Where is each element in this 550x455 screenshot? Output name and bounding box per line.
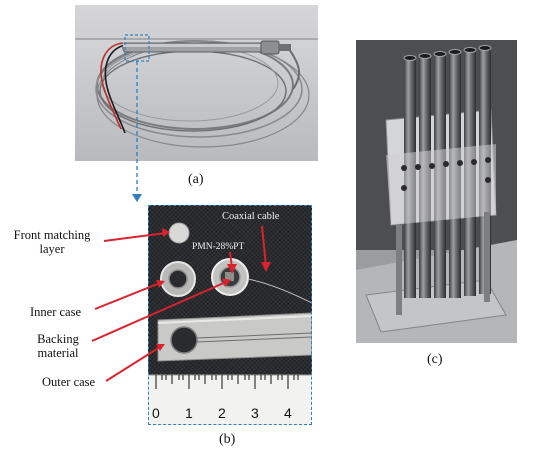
arrowhead-coaxial-cable (261, 262, 271, 272)
pmn-pt-label: PMN-28%PT (192, 242, 245, 252)
ruler-number-1: 1 (185, 405, 193, 421)
photo-panel-a (75, 5, 318, 161)
ruler-number-4: 4 (284, 405, 292, 421)
arrow-front-matching-layer (103, 232, 167, 242)
backing-material-label-line2: material (37, 346, 79, 360)
tube-array-illustration (356, 40, 517, 343)
zoom-frame-b (148, 205, 312, 425)
arrowhead-inner-case (156, 280, 165, 288)
ruler-ticks (148, 374, 312, 389)
scale-ruler: 0 1 2 3 4 (148, 374, 312, 425)
arrowhead-front-matching-layer (162, 228, 170, 237)
outer-case-label: Outer case (42, 375, 96, 389)
ruler-number-2: 2 (218, 405, 226, 421)
photo-panel-b: 0 1 2 3 4 Coaxial cable PMN-28%PT (148, 205, 312, 425)
front-matching-layer-label-line1: Front matching (13, 228, 91, 242)
inner-case-label: Inner case (30, 305, 82, 319)
photo-panel-c (356, 40, 517, 343)
arrow-outer-case (105, 346, 161, 382)
coaxial-cable-label: Coaxial cable (222, 211, 280, 222)
photo-a-wall (75, 5, 318, 39)
caption-c: (c) (427, 352, 443, 367)
arrow-coaxial-cable (261, 225, 267, 267)
arrow-backing-material (91, 281, 227, 342)
caption-a: (a) (188, 172, 204, 187)
arrowhead-backing-material (222, 278, 231, 287)
backing-material-label-line1: Backing (37, 332, 79, 346)
caption-b: (b) (219, 432, 236, 447)
photo-a-wall-edge (75, 38, 318, 40)
probe-and-cable-illustration (95, 34, 310, 148)
backing-material-label: Backing material (28, 332, 88, 360)
ruler-number-3: 3 (251, 405, 259, 421)
front-matching-layer-label: Front matching layer (2, 228, 102, 256)
arrowhead-outer-case (156, 344, 165, 351)
front-matching-layer-label-line2: layer (39, 242, 65, 256)
arrow-inner-case (94, 282, 161, 310)
ruler-number-0: 0 (152, 405, 160, 421)
arrowhead-pmn-pt (227, 264, 237, 274)
